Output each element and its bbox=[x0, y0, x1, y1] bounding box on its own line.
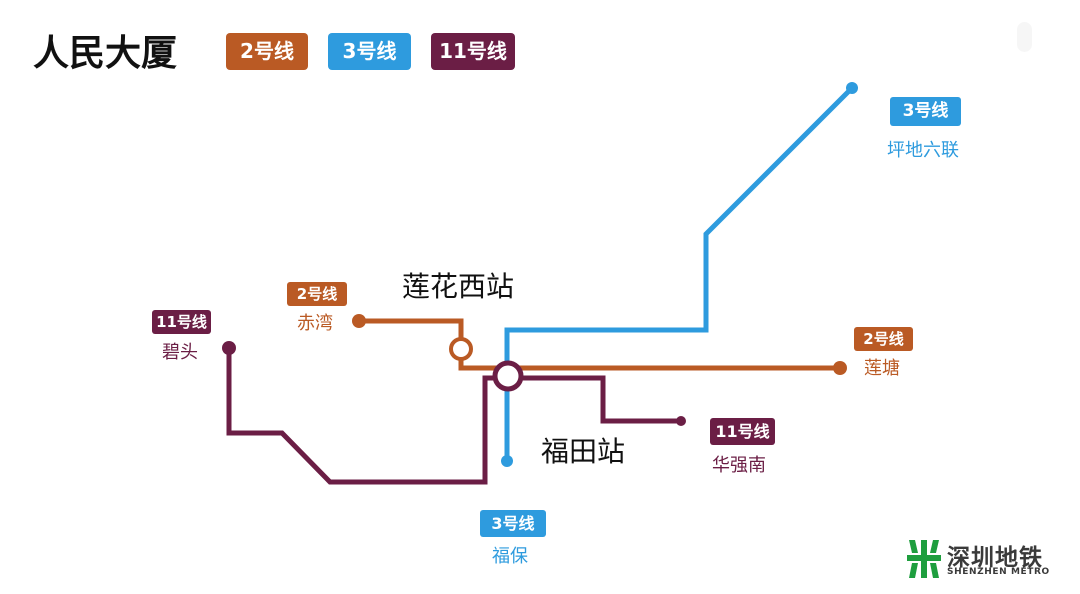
terminal-badge-chiwan: 2号线 bbox=[287, 282, 347, 306]
logo-text-en: SHENZHEN METRO bbox=[947, 567, 1050, 577]
terminal-badge-liantang: 2号线 bbox=[854, 327, 913, 351]
terminal-badge-bitou: 11号线 bbox=[152, 310, 211, 334]
station-label-futian: 福田站 bbox=[541, 435, 626, 468]
terminal-dot-bitou bbox=[222, 341, 236, 355]
terminal-dot-pingdi bbox=[846, 82, 858, 94]
legend-line-3: 3号线 bbox=[328, 33, 411, 70]
terminal-name-pingdi: 坪地六联 bbox=[887, 140, 959, 161]
logo-text-cn: 深圳地铁 bbox=[947, 545, 1043, 571]
terminal-name-bitou: 碧头 bbox=[162, 342, 198, 363]
terminal-dot-liantang bbox=[833, 361, 847, 375]
metro-logo-icon bbox=[907, 540, 941, 578]
terminal-badge-huaqiangnan: 11号线 bbox=[710, 418, 775, 445]
terminal-badge-futianbao: 3号线 bbox=[480, 510, 546, 537]
line-11-path bbox=[226, 348, 681, 485]
terminal-name-chiwan: 赤湾 bbox=[297, 313, 333, 334]
station-label-lianhuaxi: 莲花西站 bbox=[402, 270, 515, 303]
terminal-name-futianbao: 福保 bbox=[492, 546, 528, 567]
terminal-badge-pingdi: 3号线 bbox=[890, 97, 961, 126]
scroll-indicator bbox=[1017, 22, 1032, 52]
page-title: 人民大厦 bbox=[33, 33, 178, 74]
station-lianhuaxi-marker bbox=[449, 337, 473, 361]
legend-line-2: 2号线 bbox=[226, 33, 308, 70]
legend-line-11: 11号线 bbox=[431, 33, 515, 70]
station-futian-marker bbox=[492, 360, 524, 392]
line-3-path bbox=[504, 86, 854, 461]
terminal-dot-chiwan bbox=[352, 314, 366, 328]
terminal-name-huaqiangnan: 华强南 bbox=[712, 455, 766, 476]
terminal-dot-futianbao bbox=[501, 455, 513, 467]
terminal-dot-huaqiangnan bbox=[676, 416, 686, 426]
terminal-name-liantang: 莲塘 bbox=[864, 358, 900, 379]
